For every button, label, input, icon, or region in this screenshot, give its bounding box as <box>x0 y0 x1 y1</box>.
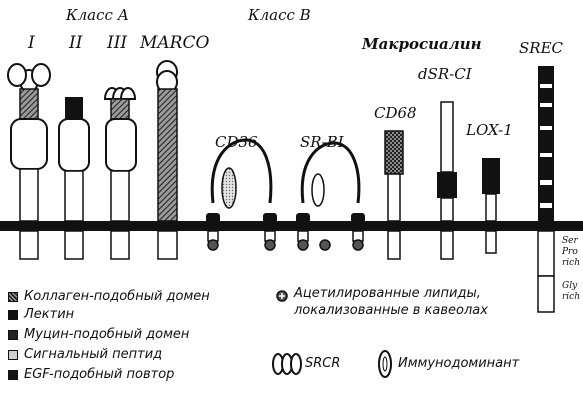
cytoplasmic-tail <box>158 231 177 259</box>
receptor-class-a-ii <box>59 97 89 259</box>
cytoplasmic-tail <box>20 231 38 259</box>
receptor-dsr-ci <box>437 102 457 259</box>
egf-repeats <box>538 66 554 221</box>
header-class-b: Класс В <box>248 8 311 23</box>
legend-immunodominant-symbol <box>379 351 391 377</box>
legend-collagen-swatch <box>8 292 18 302</box>
cytoplasmic-tail <box>441 231 453 259</box>
lectin-domain <box>482 158 500 194</box>
receptor-class-a-iii <box>105 88 136 259</box>
legend-lectin-label: Лектин <box>24 308 74 321</box>
stalk <box>65 171 83 221</box>
receptor-lox-1 <box>482 158 500 253</box>
immunodominant-domain <box>222 168 236 208</box>
cytoplasmic-tail <box>111 231 129 259</box>
extracellular-loop <box>302 143 359 203</box>
egf-gap <box>540 153 552 157</box>
label-cd36: CD36 <box>215 135 258 150</box>
acetylated-lipid-icon <box>265 240 275 250</box>
legend-acetylated-symbol <box>277 291 287 301</box>
srcr-domain <box>32 64 50 86</box>
label-srec-rich-2: rich <box>562 292 580 302</box>
cytoplasmic-tail <box>65 231 83 259</box>
mucin-domain <box>385 131 403 174</box>
label-receptor-ii: II <box>69 35 82 52</box>
legend-signal-label: Сигнальный пептид <box>24 348 162 361</box>
legend-srcr-symbol <box>273 354 301 374</box>
label-receptor-iii: III <box>107 35 127 52</box>
immunodominant-domain <box>312 174 324 206</box>
collagen-domain <box>20 89 38 119</box>
legend-immunodominant-label: Иммунодоминант <box>398 357 519 370</box>
lectin-domain <box>65 97 83 119</box>
acetylated-lipid-icon <box>320 240 330 250</box>
label-srec: SREC <box>519 41 563 56</box>
mucin-domain <box>437 172 457 198</box>
collagen-domain <box>111 99 129 119</box>
acetylated-lipid-icon <box>298 240 308 250</box>
label-receptor-i: I <box>28 35 35 52</box>
egf-gap <box>540 180 552 185</box>
legend-collagen-label: Коллаген-подобный домен <box>24 290 210 303</box>
legend-egf-label: EGF-подобный повтор <box>24 368 174 381</box>
receptor-sr-bi <box>296 143 365 250</box>
legend-signal-swatch <box>8 350 18 360</box>
acetylated-lipid-icon <box>208 240 218 250</box>
label-srec-ser: Ser <box>562 236 578 246</box>
header-class-a: Класс А <box>66 8 129 23</box>
legend-acetylated-line-2: локализованные в кавеолах <box>294 304 488 317</box>
membrane-anchor <box>296 213 310 225</box>
label-cd68: CD68 <box>374 106 417 121</box>
label-srec-gly: Gly <box>562 281 577 291</box>
membrane-anchor <box>263 213 277 225</box>
stalk <box>486 194 496 221</box>
header-macrosialin: Макросиалин <box>362 37 482 52</box>
alpha-helical-domain <box>11 119 47 169</box>
stalk <box>441 198 453 221</box>
receptor-srec <box>538 66 554 312</box>
label-sr-bi: SR-BI <box>300 135 344 150</box>
srcr-domain <box>121 88 135 99</box>
stalk <box>441 102 453 172</box>
label-srec-pro: Pro <box>562 247 578 257</box>
receptor-cd36 <box>206 140 277 250</box>
legend-srcr-label: SRCR <box>305 357 340 370</box>
stalk <box>111 171 129 221</box>
label-lox-1: LOX-1 <box>466 123 513 138</box>
egf-gap <box>540 103 552 107</box>
srcr-domain <box>8 64 26 86</box>
egf-gap <box>540 203 552 208</box>
alpha-helical-domain <box>106 119 136 171</box>
egf-gap <box>540 126 552 130</box>
label-dsr-ci: dSR-CI <box>418 67 472 82</box>
legend-mucin-swatch <box>8 330 18 340</box>
stalk <box>388 174 400 221</box>
legend-mucin-label: Муцин-подобный домен <box>24 328 189 341</box>
membrane-anchor <box>351 213 365 225</box>
legend-egf-swatch <box>8 370 18 380</box>
cytoplasmic-tail <box>388 231 400 259</box>
cell-membrane <box>0 221 583 231</box>
legend-lectin-swatch <box>8 310 18 320</box>
receptor-cd68 <box>385 131 403 259</box>
stalk <box>20 169 38 221</box>
legend-acetylated-line-1: Ацетилированные липиды, <box>294 287 481 300</box>
cytoplasmic-tail <box>486 231 496 253</box>
ser-pro-rich-domain <box>538 231 554 276</box>
label-marco: MARCO <box>140 35 209 52</box>
acetylated-lipid-icon <box>353 240 363 250</box>
collagen-domain <box>158 89 177 221</box>
gly-rich-domain <box>538 276 554 312</box>
egf-gap <box>540 84 552 88</box>
label-srec-rich-1: rich <box>562 258 580 268</box>
membrane-anchor <box>206 213 220 225</box>
alpha-helical-domain <box>59 119 89 171</box>
